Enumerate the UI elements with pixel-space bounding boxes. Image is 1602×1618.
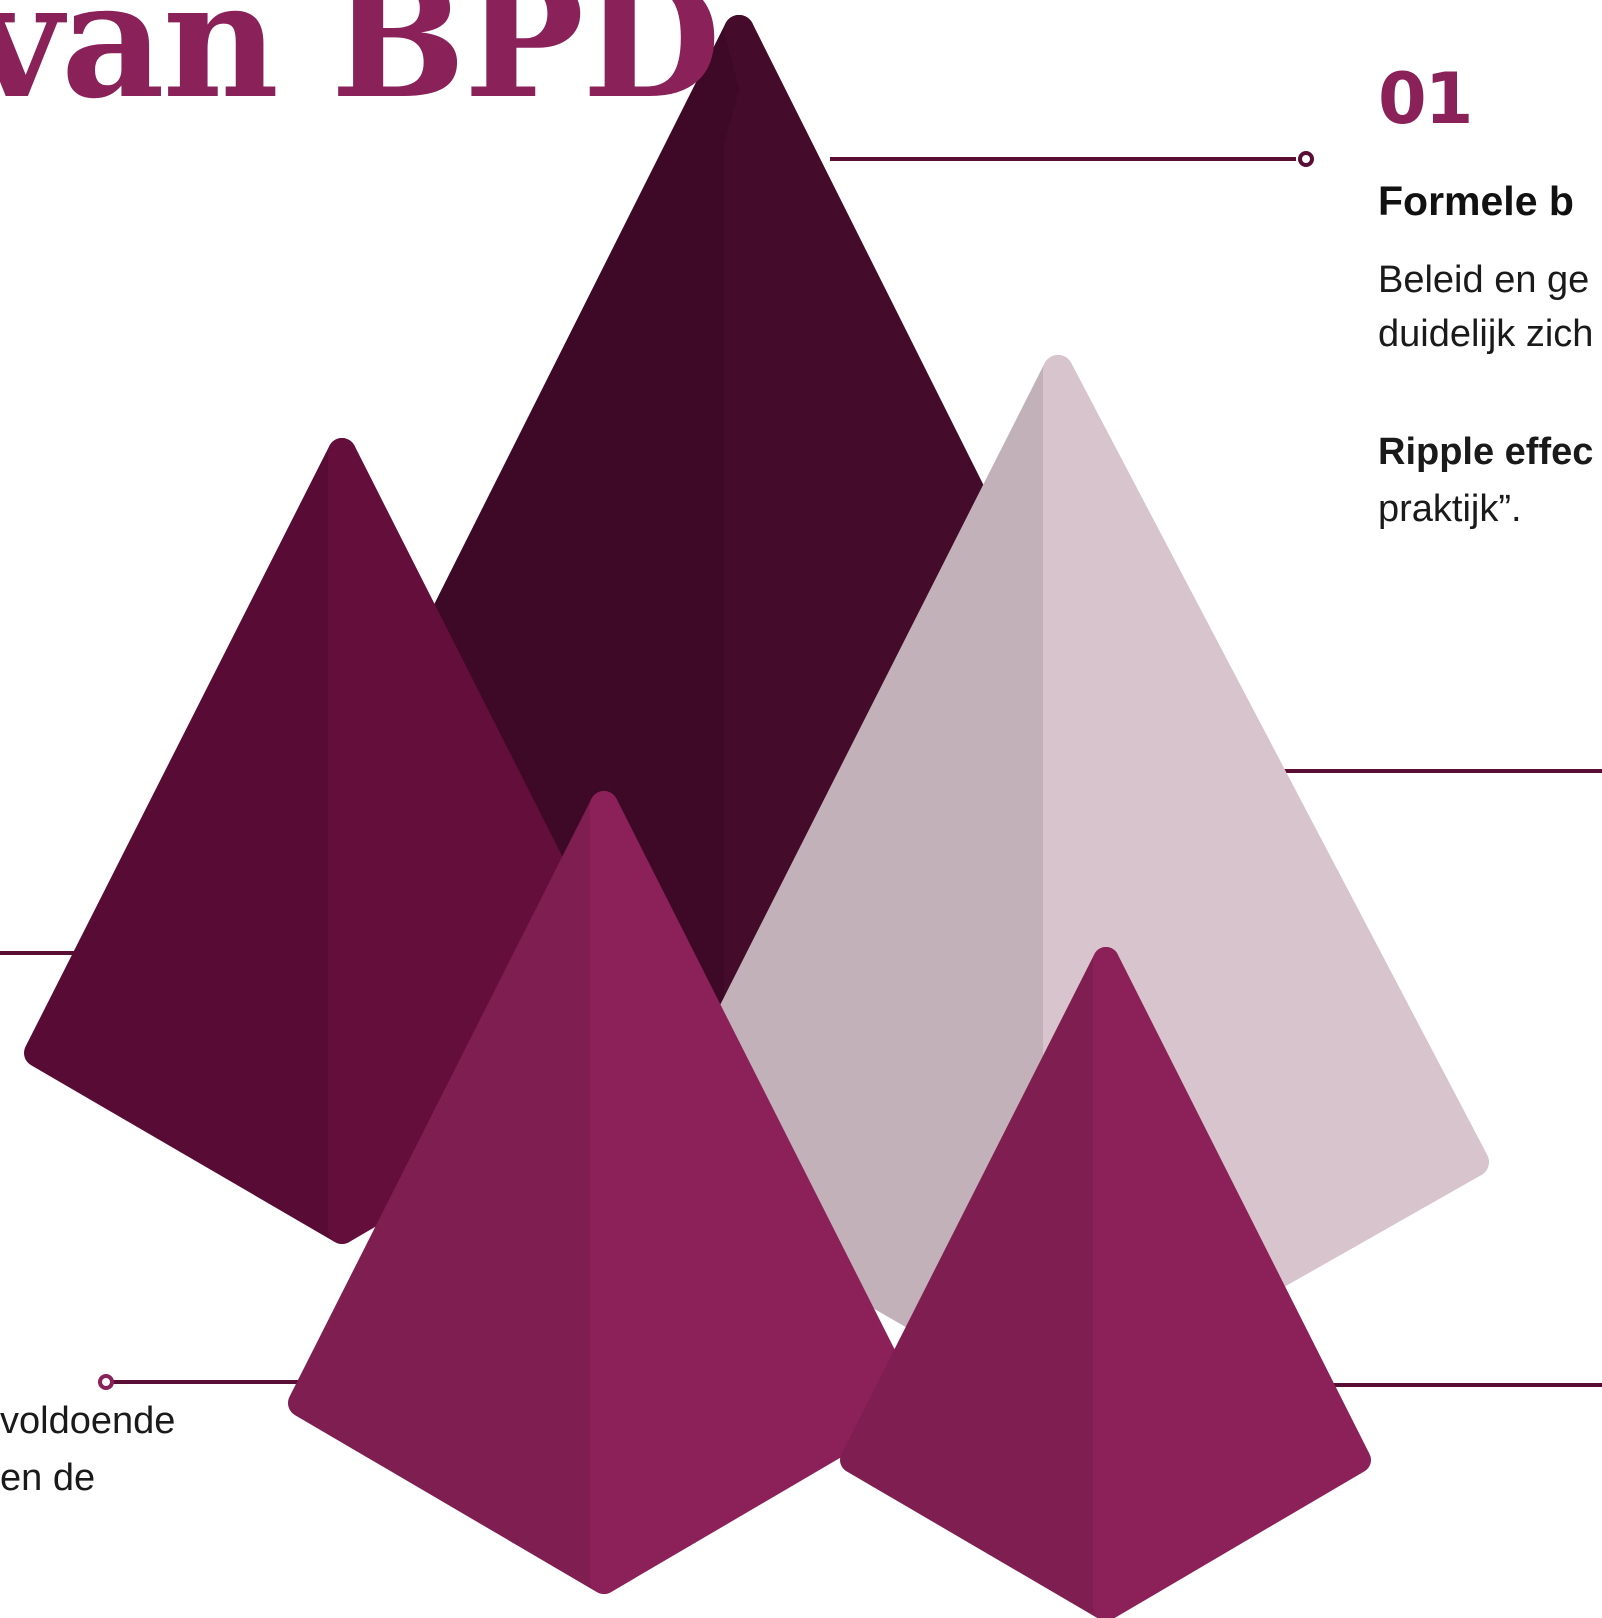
left-text-snippet: voldoende en de bbox=[0, 1393, 175, 1507]
pyramid-front-right bbox=[840, 947, 1371, 1618]
pyramid-front-left bbox=[288, 791, 920, 1594]
pyramid-left bbox=[24, 438, 660, 1244]
left-snippet-line: en de bbox=[0, 1457, 96, 1499]
connector-node-icon bbox=[98, 1374, 114, 1390]
step-body: Beleid en ge duidelijk zich bbox=[1378, 253, 1602, 361]
ripple-label: Ripple effec bbox=[1378, 431, 1594, 473]
ripple-text: praktijk”. bbox=[1378, 488, 1522, 530]
step-number: 01 bbox=[1378, 58, 1473, 140]
step-body-line: duidelijk zich bbox=[1378, 313, 1594, 355]
ripple-paragraph: Ripple effec praktijk”. bbox=[1378, 424, 1602, 538]
page-title: van BPD bbox=[0, 0, 721, 134]
left-snippet-line: voldoende bbox=[0, 1400, 176, 1442]
step-heading: Formele b bbox=[1378, 178, 1574, 224]
connector-node-icon bbox=[1298, 151, 1314, 167]
step-body-line: Beleid en ge bbox=[1378, 259, 1590, 301]
